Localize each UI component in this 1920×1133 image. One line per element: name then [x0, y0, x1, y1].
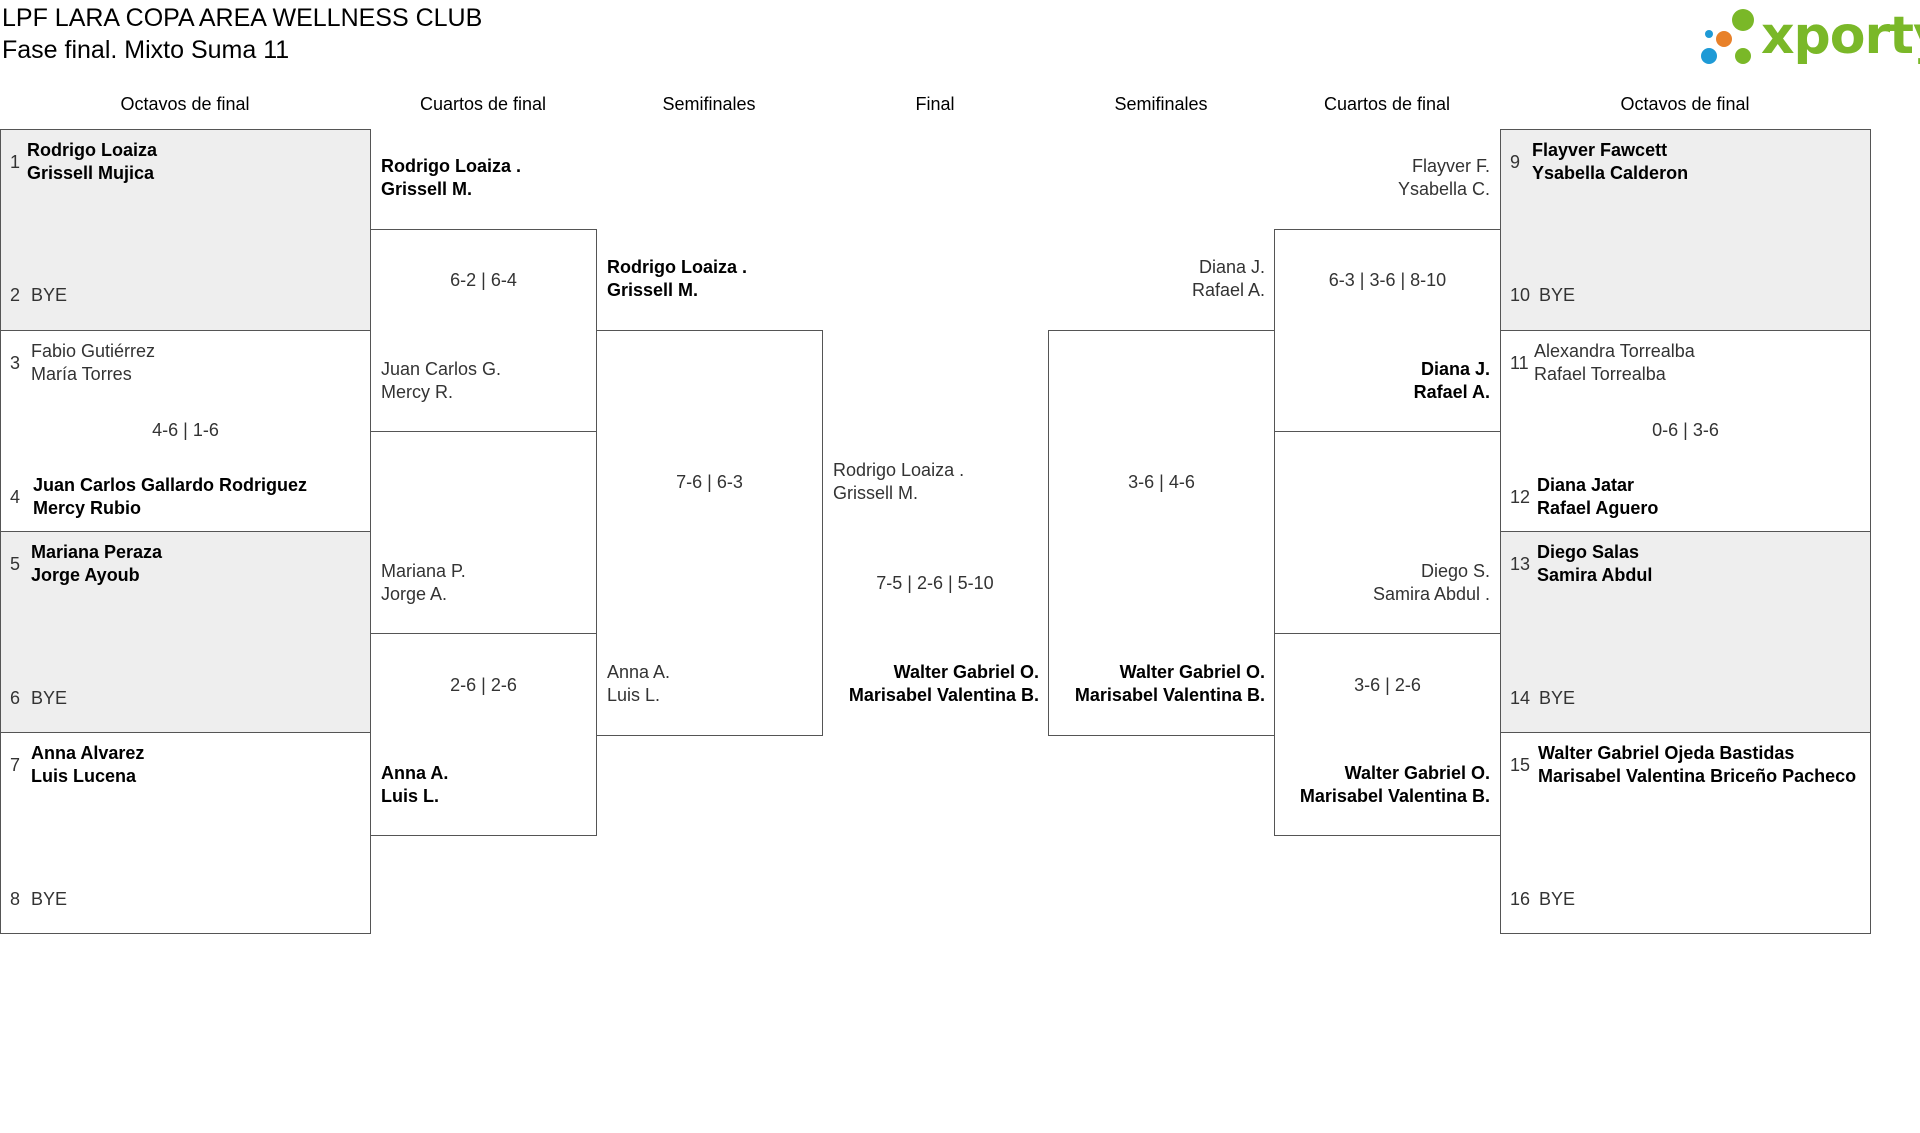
seed-number: 5	[10, 554, 21, 574]
seed-number: 7	[10, 755, 21, 775]
team-player-1: Rodrigo Loaiza	[27, 140, 157, 160]
seed-number: 2	[10, 285, 21, 305]
seed-number: 4	[10, 487, 21, 507]
match-box-sf-left	[596, 330, 823, 736]
final-team-bottom-player-1: Walter Gabriel O.	[893, 662, 1039, 682]
team-player-1: Diego Salas	[1537, 542, 1640, 562]
seed-number: 8	[10, 889, 21, 909]
team-player-1: Alexandra Torrealba	[1534, 341, 1695, 361]
seed-number: 11	[1510, 353, 1529, 373]
final-score: 7-5 | 2-6 | 5-10	[876, 573, 994, 593]
team-player-2: Samira Abdul .	[1372, 584, 1490, 604]
seed-number: 12	[1510, 487, 1531, 507]
team-player-1: Anna Alvarez	[31, 743, 145, 763]
bye-label: BYE	[31, 285, 68, 305]
tournament-subtitle: Fase final. Mixto Suma 11	[2, 36, 290, 64]
header-sf-left: Semifinales	[662, 94, 756, 114]
team-player-2: Luis L.	[381, 786, 439, 806]
team-player-1: Diana Jatar	[1537, 475, 1635, 495]
match-score: 6-3 | 3-6 | 8-10	[1328, 270, 1447, 290]
team-player-1: Fabio Gutiérrez	[31, 341, 156, 361]
team-player-2: Mercy R.	[381, 382, 453, 402]
team-player-2: Grissell Mujica	[27, 163, 155, 183]
team-player-2: Luis L.	[607, 685, 661, 705]
final-team-bottom-player-2: Marisabel Valentina B.	[848, 685, 1039, 705]
header-sf-right: Semifinales	[1114, 94, 1208, 114]
team-player-2: Rafael A.	[1191, 280, 1265, 300]
match-box-r16-left-3	[0, 531, 371, 733]
match-box-r16-right-1	[1500, 129, 1871, 331]
match-score: 0-6 | 3-6	[1652, 420, 1719, 440]
xporty-logo[interactable]: xporty	[1695, 4, 1920, 70]
team-player-2: María Torres	[31, 364, 132, 384]
team-player-1: Diego S.	[1420, 561, 1490, 581]
seed-number: 3	[10, 353, 21, 373]
team-player-1: Walter Gabriel Ojeda Bastidas	[1538, 743, 1795, 763]
match-box-r16-left-1	[0, 129, 371, 331]
xporty-logo-text: xporty	[1761, 6, 1920, 66]
team-player-1: Juan Carlos Gallardo Rodriguez	[33, 475, 308, 495]
team-player-1: Mariana P.	[381, 561, 466, 581]
header-qf-left: Cuartos de final	[419, 94, 547, 114]
match-score: 2-6 | 2-6	[450, 675, 517, 695]
team-player-2: Grissell M.	[381, 179, 473, 199]
match-score: 6-2 | 6-4	[450, 270, 517, 290]
team-player-2: Rafael Torrealba	[1534, 364, 1666, 384]
xporty-logo-dots-icon	[1701, 9, 1754, 64]
team-player-2: Jorge A.	[381, 584, 448, 604]
team-player-2: Samira Abdul	[1537, 565, 1653, 585]
team-player-2: Ysabella Calderon	[1532, 163, 1689, 183]
team-player-1: Juan Carlos G.	[381, 359, 502, 379]
seed-number: 16	[1510, 889, 1531, 909]
seed-number: 1	[10, 152, 21, 172]
seed-number: 9	[1510, 152, 1521, 172]
team-player-1: Walter Gabriel O.	[1119, 662, 1265, 682]
team-player-2: Luis Lucena	[31, 766, 137, 786]
match-box-r16-right-4: 15 Walter Gabriel Ojeda Bastidas Marisab…	[1500, 732, 1871, 934]
bye-label: BYE	[1539, 889, 1576, 909]
bye-label: BYE	[1539, 688, 1576, 708]
team-player-1: Flayver F.	[1411, 156, 1490, 176]
header-r16-left: Octavos de final	[120, 94, 250, 114]
team-player-2: Grissell M.	[607, 280, 699, 300]
team-player-2: Marisabel Valentina B.	[1299, 786, 1490, 806]
seed-number: 10	[1510, 285, 1531, 305]
bye-label: BYE	[31, 688, 68, 708]
team-player-2: Mercy Rubio	[33, 498, 142, 518]
match-score: 7-6 | 6-3	[676, 472, 743, 492]
team-player-1: Mariana Peraza	[31, 542, 163, 562]
seed-number: 15	[1510, 755, 1531, 775]
team-player-1: Anna A.	[381, 763, 449, 783]
seed-number: 14	[1510, 688, 1531, 708]
match-box-sf-right	[1048, 330, 1275, 736]
match-score: 3-6 | 2-6	[1354, 675, 1421, 695]
header-r16-right: Octavos de final	[1620, 94, 1750, 114]
match-score: 3-6 | 4-6	[1128, 472, 1195, 492]
bye-label: BYE	[31, 889, 68, 909]
seed-number: 13	[1510, 554, 1531, 574]
header-final: Final	[915, 94, 955, 114]
team-player-1: Flayver Fawcett	[1532, 140, 1668, 160]
team-player-1: Rodrigo Loaiza .	[381, 156, 522, 176]
team-player-1: Diana J.	[1198, 257, 1265, 277]
final-team-top-player-1: Rodrigo Loaiza .	[833, 460, 965, 480]
match-score: 4-6 | 1-6	[152, 420, 219, 440]
team-player-2: Marisabel Valentina B.	[1074, 685, 1265, 705]
seed-number: 6	[10, 688, 21, 708]
team-player-1: Diana J.	[1420, 359, 1490, 379]
team-player-2: Rafael A.	[1413, 382, 1490, 402]
tournament-title: LPF LARA COPA AREA WELLNESS CLUB	[2, 4, 483, 32]
team-player-1: Rodrigo Loaiza .	[607, 257, 748, 277]
header-qf-right: Cuartos de final	[1323, 94, 1451, 114]
bye-label: BYE	[1539, 285, 1576, 305]
final-team-top-player-2: Grissell M.	[833, 483, 918, 503]
team-player-2: Marisabel Valentina Briceño Pacheco	[1538, 766, 1857, 786]
team-player-2: Ysabella C.	[1397, 179, 1490, 199]
page-title: LPF LARA COPA AREA WELLNESS CLUB Fase fi…	[2, 2, 482, 66]
team-player-2: Jorge Ayoub	[31, 565, 140, 585]
team-player-1: Walter Gabriel O.	[1344, 763, 1490, 783]
team-player-2: Rafael Aguero	[1537, 498, 1659, 518]
team-player-1: Anna A.	[607, 662, 671, 682]
